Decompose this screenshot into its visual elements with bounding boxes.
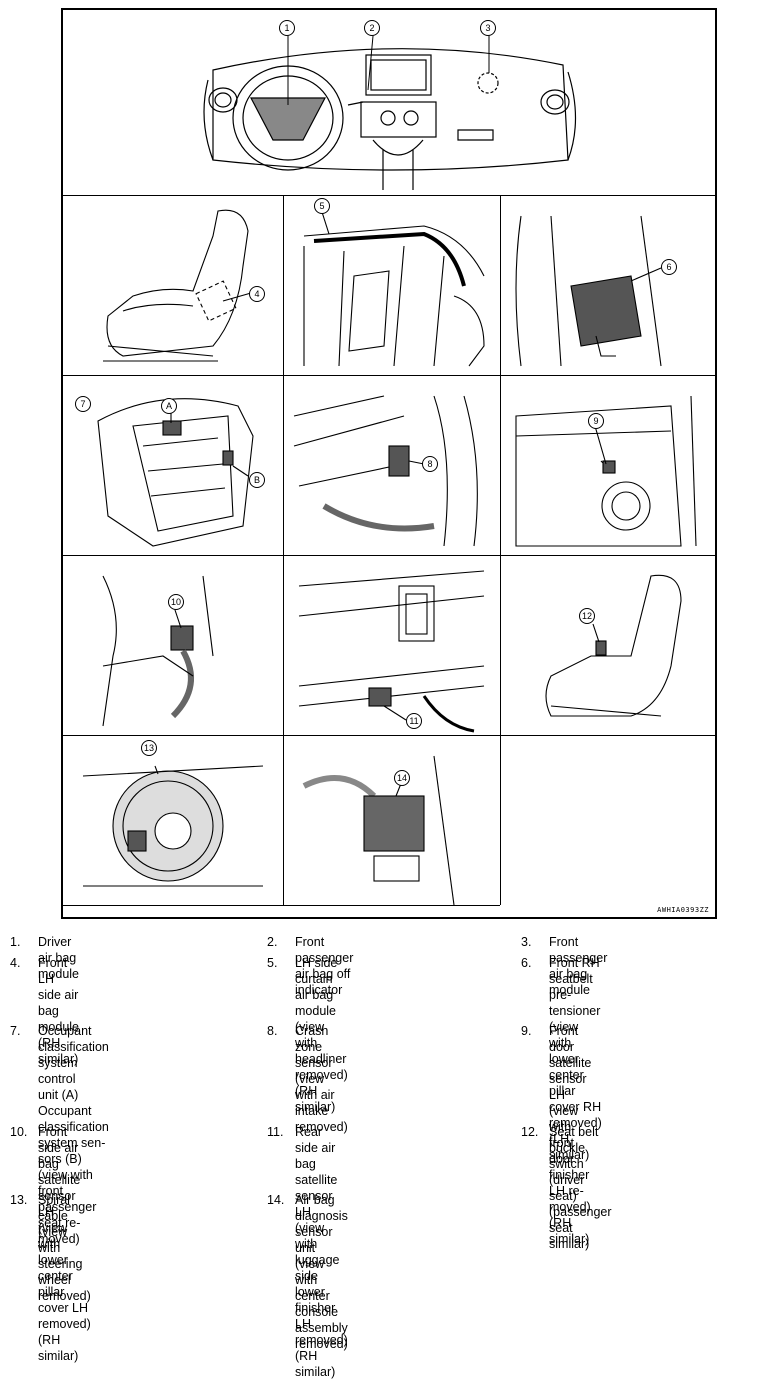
seat-belt-buckle-switch-view: 12 [501,556,715,735]
seatbelt-pretensioner-view: 6 [501,196,715,375]
callout-11: 11 [406,713,422,729]
callout-13: 13 [141,740,157,756]
spiral-cable-view: 13 [63,736,283,905]
callout-4: 4 [249,286,265,302]
callout-2: 2 [364,20,380,36]
figure-code: AWHIA0393ZZ [657,906,709,914]
callout-8: 8 [422,456,438,472]
rear-side-airbag-satellite-sensor-view: 11 [284,556,500,735]
airbag-diagnosis-sensor-unit-view: 14 [284,736,500,905]
grid-divider [63,195,715,196]
callout-A: A [161,398,177,414]
callout-9: 9 [588,413,604,429]
grid-divider [500,195,501,905]
side-curtain-airbag-view: 5 [284,196,500,375]
occupant-classification-view: 7 A B [63,376,283,555]
callout-12: 12 [579,608,595,624]
callout-6: 6 [661,259,677,275]
callout-5: 5 [314,198,330,214]
grid-divider [283,195,284,905]
callout-7: 7 [75,396,91,412]
crash-zone-sensor-view: 8 [284,376,500,555]
grid-divider [63,375,715,376]
callout-B: B [249,472,265,488]
grid-divider [63,555,715,556]
callout-10: 10 [168,594,184,610]
grid-divider [63,735,715,736]
dashboard-illustration: 1 2 3 [63,10,715,195]
front-side-airbag-satellite-sensor-view: 10 [63,556,283,735]
callout-1: 1 [279,20,295,36]
grid-divider [63,905,500,906]
callout-3: 3 [480,20,496,36]
seat-side-airbag-view: 4 [63,196,283,375]
front-door-satellite-sensor-view: 9 [501,376,715,555]
airbag-component-location-figure: 1 2 3 4 [61,8,717,919]
callout-14: 14 [394,770,410,786]
